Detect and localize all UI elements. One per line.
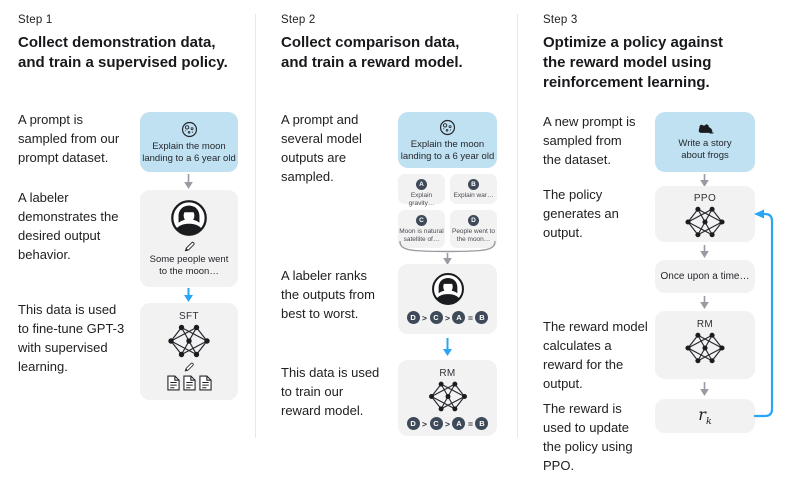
rm-label: RM [696, 319, 714, 330]
sft-label: SFT [178, 311, 200, 322]
moon-icon [439, 119, 456, 136]
step3-caption-prompt: A new prompt is sampled from the dataset… [543, 114, 636, 167]
ppo-label: PPO [693, 193, 717, 204]
brace-connector [399, 241, 496, 253]
step1-caption-labeler: A labeler demonstrates the desired outpu… [18, 190, 119, 262]
labeler-icon [431, 272, 465, 306]
down-arrow-icon [700, 245, 709, 258]
output-box-a: A Explain gravity… [398, 174, 445, 207]
step1-labeler-box: Some people went to the moon… [140, 190, 238, 287]
column-step2: Step 2 Collect comparison data, and trai… [263, 0, 525, 479]
pencil-icon [183, 240, 196, 253]
step2-rm-box: RM D > C > A = B [398, 360, 497, 436]
step1-title: Collect demonstration data, and train a … [18, 34, 228, 71]
documents-row [167, 375, 212, 391]
step2-label: Step 2 [281, 14, 316, 26]
step2-labeler-box: D > C > A = B [398, 264, 497, 334]
column-step1: Step 1 Collect demonstration data, and t… [0, 0, 263, 479]
neural-net-icon [164, 323, 214, 359]
down-arrow-icon [700, 174, 709, 187]
down-arrow-icon [443, 253, 452, 265]
step1-sft-box: SFT [140, 303, 238, 400]
moon-icon [181, 121, 198, 138]
pencil-icon [183, 361, 195, 373]
prompt-text: Explain the moon landing to a 6 year old [400, 139, 495, 162]
rm-label: RM [439, 368, 456, 379]
down-arrow-blue-icon [184, 288, 193, 302]
step2-title: Collect comparison data, and train a rew… [281, 34, 463, 71]
step2-caption-prompt: A prompt and several model outputs are s… [281, 112, 362, 184]
document-icon [167, 375, 180, 391]
neural-net-icon [682, 331, 728, 365]
step2-caption-rank: A labeler ranks the outputs from best to… [281, 268, 375, 321]
down-arrow-icon [700, 296, 709, 309]
step1-prompt-box: Explain the moon landing to a 6 year old [140, 112, 238, 172]
prompt-text: Write a story about frogs [678, 138, 732, 161]
demonstration-text: Some people went to the moon… [149, 254, 229, 277]
document-icon [199, 375, 212, 391]
frog-icon [696, 122, 715, 135]
step1-label: Step 1 [18, 14, 53, 26]
step3-label: Step 3 [543, 14, 578, 26]
step1-caption-prompt: A prompt is sampled from our prompt data… [18, 112, 120, 165]
step3-output-box: Once upon a time… [655, 260, 755, 293]
step3-title: Optimize a policy against the reward mod… [543, 34, 724, 91]
step1-caption-finetune: This data is used to fine-tune GPT-3 wit… [18, 302, 125, 374]
down-arrow-icon [184, 174, 193, 189]
step3-caption-update: The reward is used to update the policy … [543, 401, 633, 473]
output-text: Once upon a time… [660, 271, 750, 282]
step3-ppo-box: PPO [655, 186, 755, 242]
column-divider [255, 14, 256, 438]
column-step3: Step 3 Optimize a policy against the rew… [525, 0, 788, 479]
down-arrow-icon [700, 382, 709, 396]
reward-symbol: rk [698, 404, 712, 428]
step3-caption-reward: The reward model calculates a reward for… [543, 319, 648, 391]
column-divider [517, 14, 518, 438]
prompt-text: Explain the moon landing to a 6 year old [142, 141, 236, 164]
output-b-caption: Explain war… [453, 192, 494, 199]
step3-caption-policy: The policy generates an output. [543, 187, 619, 240]
step3-rm-box: RM [655, 311, 755, 379]
ranking-row: D > C > A = B [406, 311, 489, 324]
output-box-b: B Explain war… [450, 174, 497, 204]
output-a-caption: Explain gravity… [408, 192, 435, 207]
document-icon [183, 375, 196, 391]
labeler-icon [170, 199, 208, 237]
step3-reward-box: rk [655, 399, 755, 433]
neural-net-icon [682, 205, 728, 239]
step3-prompt-box: Write a story about frogs [655, 112, 755, 172]
ranking-row: D > C > A = B [406, 417, 489, 430]
step2-prompt-box: Explain the moon landing to a 6 year old [398, 112, 497, 168]
down-arrow-blue-icon [443, 338, 452, 356]
step2-caption-train: This data is used to train our reward mo… [281, 365, 380, 418]
neural-net-icon [425, 380, 471, 413]
